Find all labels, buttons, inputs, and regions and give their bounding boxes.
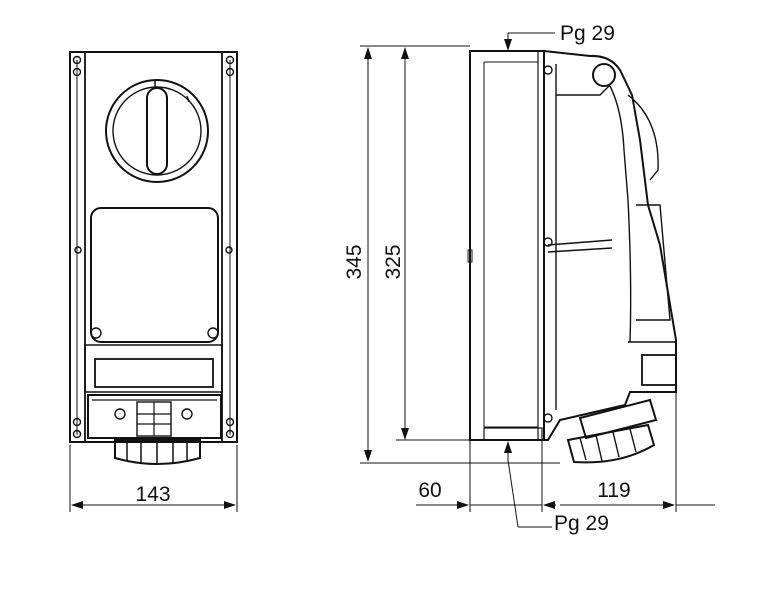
rotary-switch-icon (105, 79, 209, 183)
leader-gland-top (504, 32, 555, 51)
side-socket-icon (566, 398, 658, 464)
front-socket-icon (87, 394, 222, 465)
dim-front-width (69, 445, 238, 512)
dim-front-width-label: 143 (135, 483, 170, 506)
label-gland-top: Pg 29 (560, 22, 615, 45)
dim-side-offset-label: 60 (418, 479, 441, 502)
front-screws (72, 55, 235, 439)
side-lid (543, 49, 677, 441)
dim-side-depth (541, 392, 715, 512)
dim-body-height (396, 45, 470, 441)
dim-body-height-label: 325 (382, 244, 405, 279)
dim-side-depth-label: 119 (597, 479, 630, 502)
label-gland-bottom: Pg 29 (554, 512, 609, 535)
dim-side-offset (416, 440, 556, 512)
dim-total-height-label: 345 (343, 244, 366, 279)
front-housing (84, 51, 223, 443)
label-window (90, 207, 219, 343)
lower-label-slot (94, 358, 214, 388)
leader-gland-bottom (504, 441, 552, 528)
front-view: 143 (69, 51, 238, 512)
side-housing (469, 50, 545, 441)
lower-band (84, 344, 223, 393)
side-view: Pg 29 Pg 29 345 325 (343, 22, 715, 535)
